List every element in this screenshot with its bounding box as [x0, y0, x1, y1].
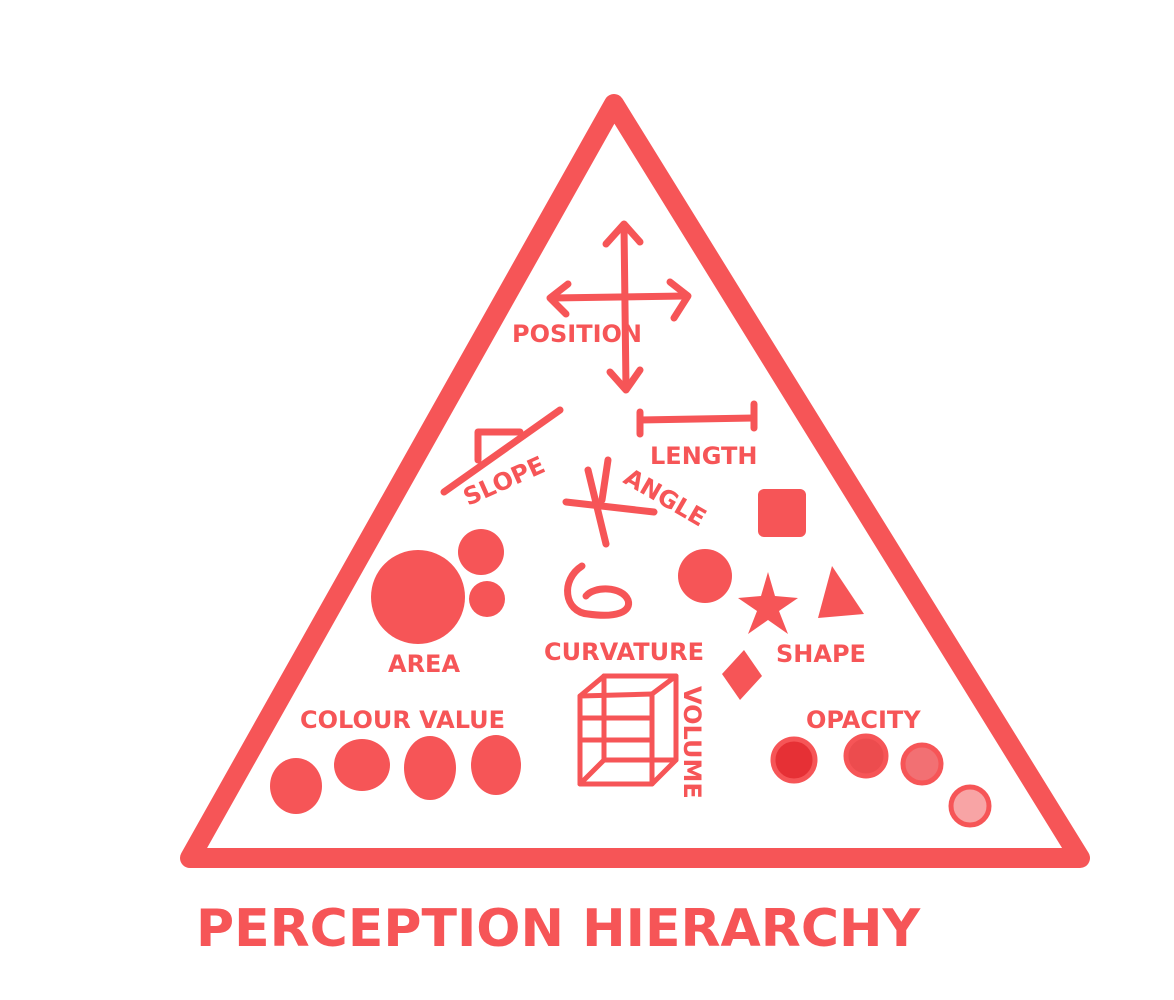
position-label: POSITION [512, 320, 642, 348]
shape-label: SHAPE [776, 640, 866, 668]
position-arrows-icon [546, 220, 692, 394]
square-icon [758, 489, 806, 537]
colour-value-label: COLOUR VALUE [300, 706, 505, 734]
curvature-label: CURVATURE [544, 638, 704, 666]
angle-icon [562, 456, 658, 548]
angle-label: ANGLE [619, 463, 711, 532]
volume-label: VOLUME [678, 686, 706, 799]
circle-icon [678, 549, 732, 603]
opacity-circles-icon [770, 733, 992, 828]
slope-icon [440, 406, 564, 496]
diamond-icon [722, 650, 762, 700]
curvature-icon [564, 562, 633, 619]
volume-cube-icon [577, 673, 679, 787]
opacity-label: OPACITY [806, 706, 921, 734]
star-icon [738, 572, 798, 634]
area-circles-icon [371, 529, 505, 644]
diagram-title: PERCEPTION HIERARCHY [196, 899, 922, 959]
shape-icons [678, 489, 864, 700]
triangle-icon [818, 566, 864, 618]
pyramid-triangle [180, 94, 1090, 868]
length-label: LENGTH [650, 442, 758, 470]
length-icon [636, 400, 758, 438]
area-label: AREA [388, 650, 460, 678]
slope-label: SLOPE [459, 451, 549, 512]
colour-value-circles-icon [270, 735, 521, 814]
